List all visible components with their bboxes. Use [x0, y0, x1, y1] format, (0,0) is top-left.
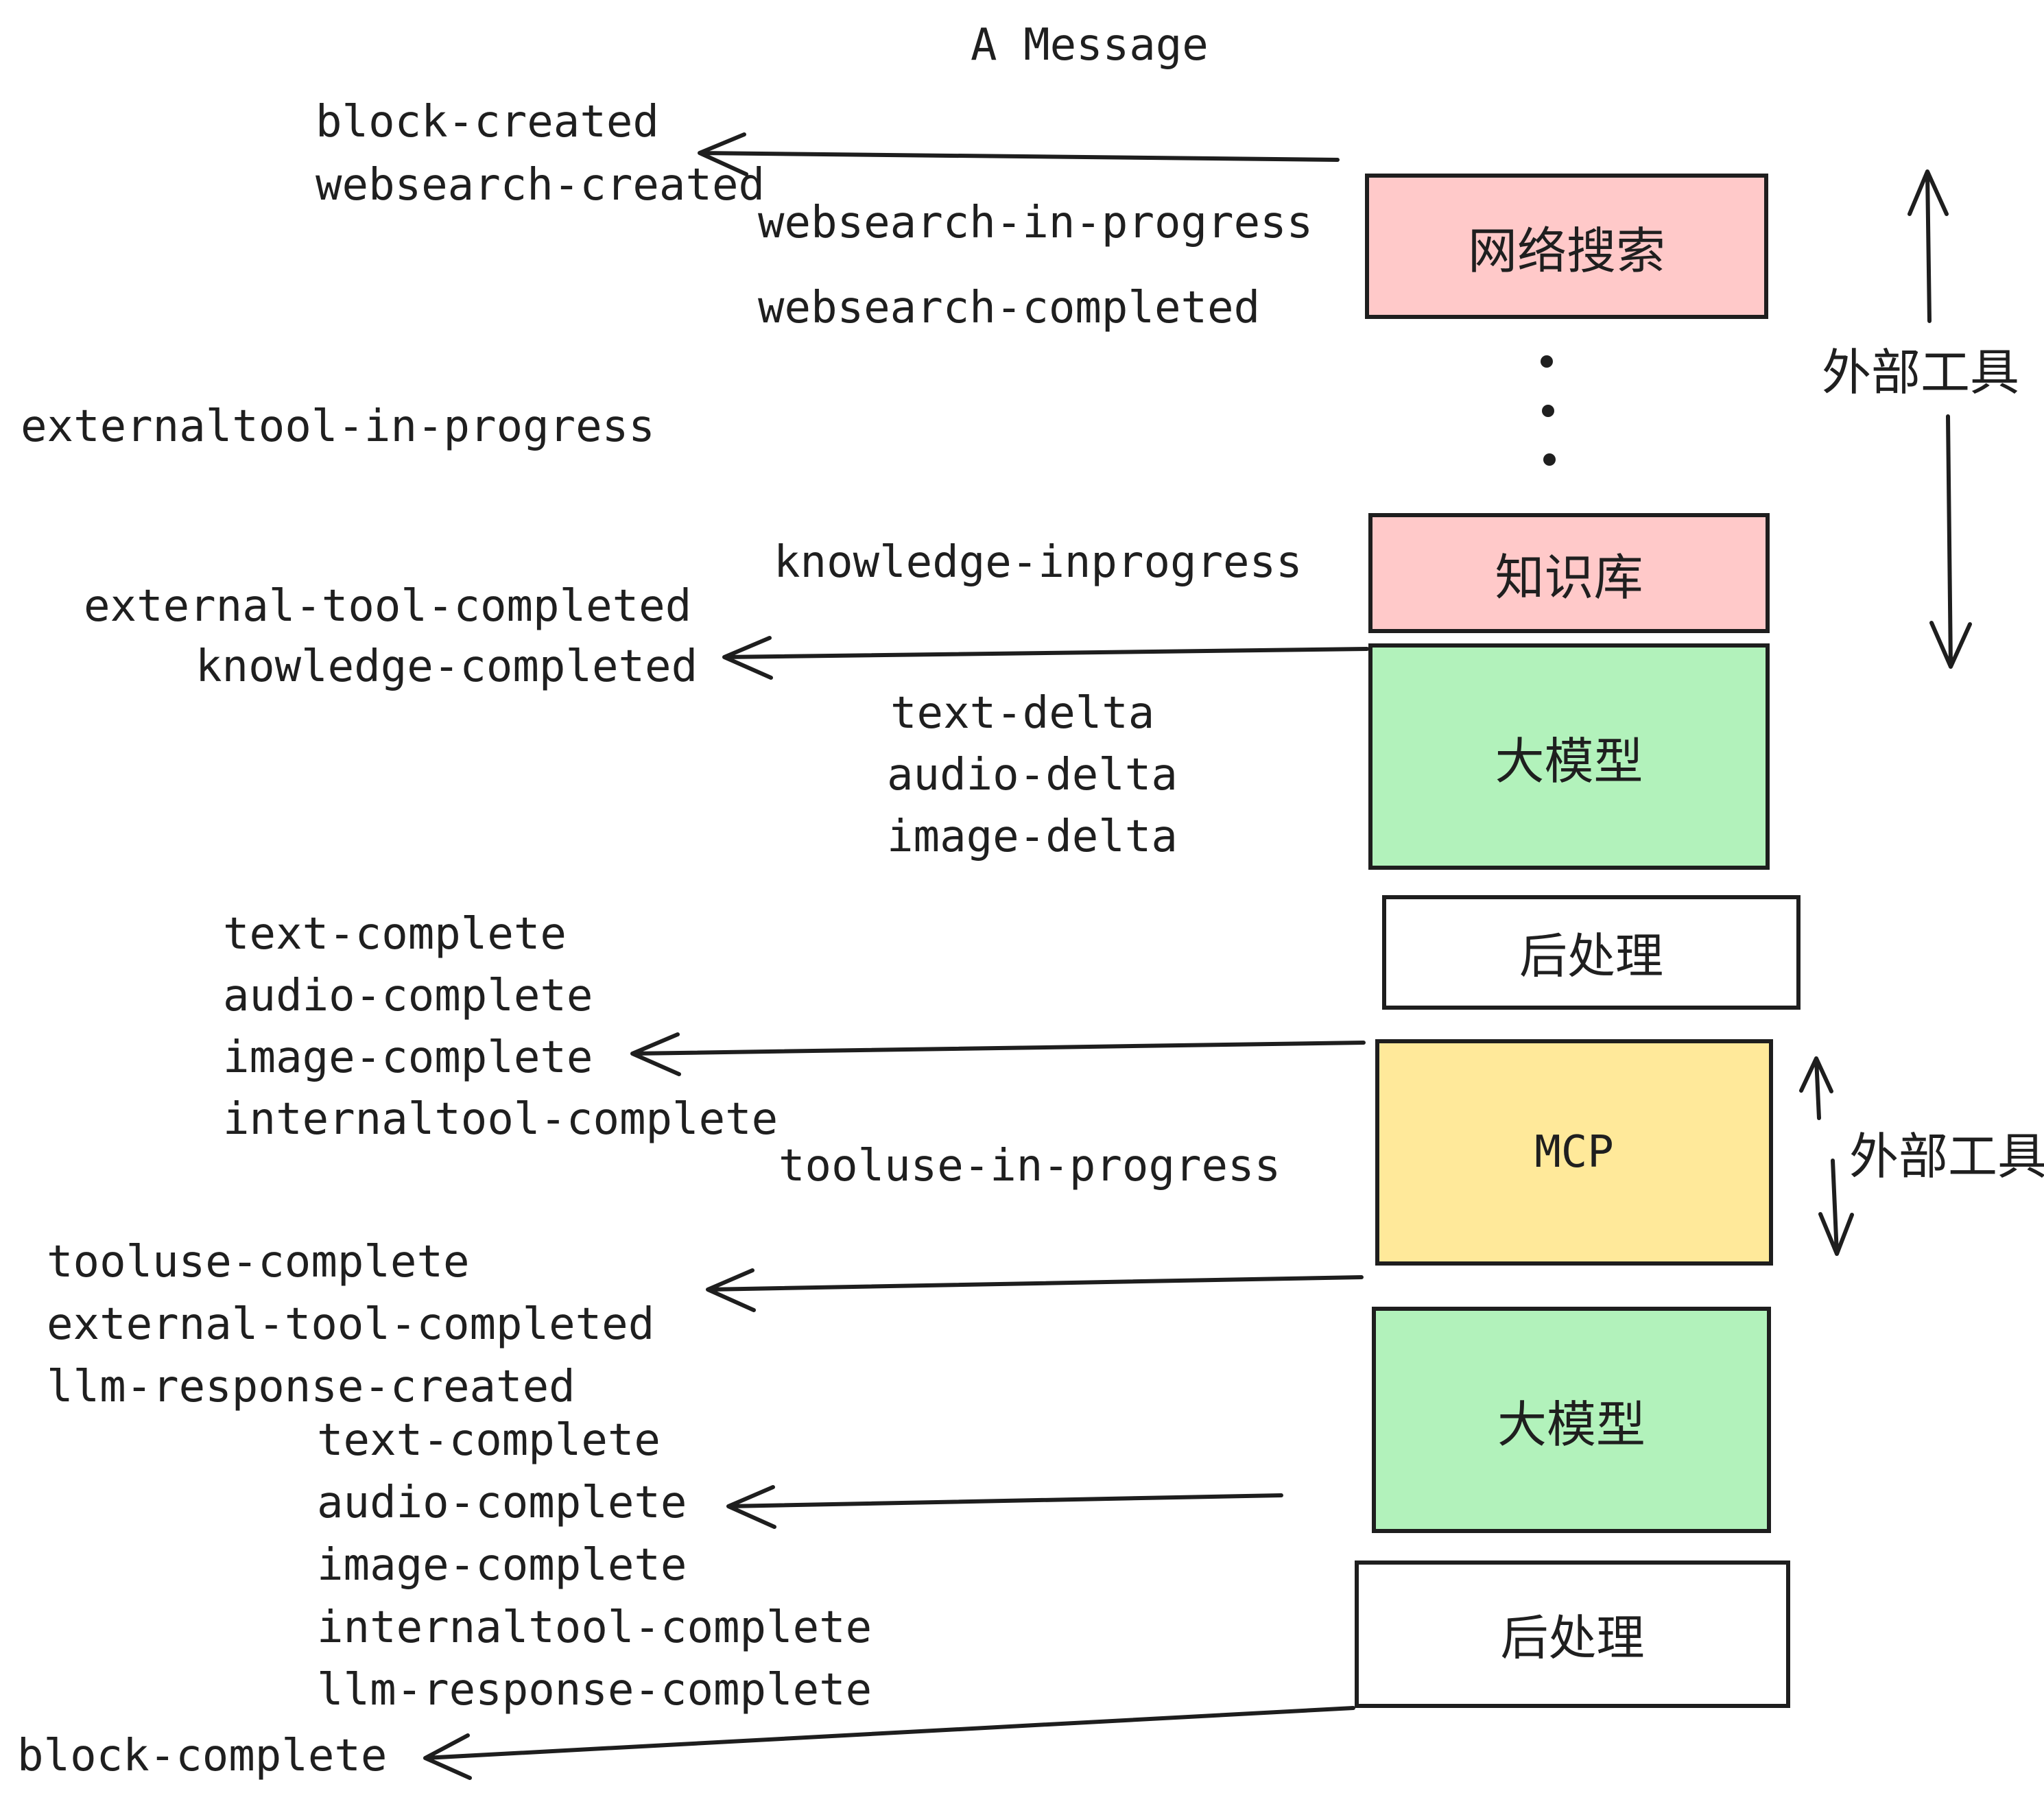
event-websearch-created: websearch-created	[316, 160, 765, 211]
event-block-complete: block-complete	[17, 1731, 388, 1781]
event-externaltool-in-progress: externaltool-in-progress	[21, 401, 655, 452]
box-label-postprocess-2: 后处理	[1500, 1610, 1645, 1666]
event-websearch-in-progress: websearch-in-progress	[758, 198, 1314, 248]
event-image-complete-1: image-complete	[223, 1032, 593, 1083]
event-audio-complete-1: audio-complete	[223, 971, 593, 1021]
arrow-to-knowledge-completed	[722, 636, 1369, 680]
event-image-delta-1: image-delta	[887, 811, 1178, 862]
arrow-to-block-created	[698, 132, 1340, 176]
box-websearch: 网络搜索	[1365, 174, 1768, 319]
box-mcp: MCP	[1375, 1039, 1773, 1266]
event-knowledge-inprogress: knowledge-inprogress	[774, 537, 1303, 588]
event-llm-response-created: llm-response-created	[47, 1362, 575, 1412]
box-label-knowledge: 知识库	[1495, 549, 1643, 606]
event-audio-complete-2: audio-complete	[317, 1477, 687, 1528]
arrow-to-image-complete	[630, 1032, 1366, 1076]
ellipsis-dot	[1541, 355, 1553, 368]
box-label-mcp: MCP	[1534, 1127, 1614, 1178]
event-text-complete-2: text-complete	[317, 1415, 661, 1466]
external-tools-label-mcp: 外部工具	[1849, 1128, 2044, 1185]
ellipsis-dot	[1542, 405, 1554, 417]
event-internaltool-complete-1: internaltool-complete	[223, 1094, 779, 1145]
event-external-tool-completed-1: external-tool-completed	[84, 581, 692, 632]
event-knowledge-completed: knowledge-completed	[195, 641, 698, 692]
event-websearch-completed: websearch-completed	[758, 283, 1261, 333]
arrow-external-tools-down-2	[1818, 1159, 1854, 1256]
box-postprocess-2: 后处理	[1355, 1560, 1790, 1708]
event-text-delta-1: text-delta	[890, 688, 1155, 739]
box-label-llm-2: 大模型	[1497, 1395, 1645, 1453]
box-llm-2: 大模型	[1372, 1307, 1771, 1533]
diagram-title: A Message	[971, 20, 1209, 71]
event-external-tool-completed-2: external-tool-completed	[47, 1299, 655, 1350]
event-tooluse-in-progress: tooluse-in-progress	[779, 1141, 1281, 1191]
box-label-postprocess-1: 后处理	[1519, 928, 1663, 984]
event-image-complete-2: image-complete	[317, 1540, 687, 1591]
arrow-to-audio-complete	[726, 1485, 1283, 1529]
event-llm-response-complete: llm-response-complete	[317, 1665, 872, 1716]
arrow-to-block-complete	[423, 1706, 1355, 1780]
box-knowledge: 知识库	[1368, 513, 1770, 633]
event-text-complete-1: text-complete	[223, 909, 567, 960]
box-label-websearch: 网络搜索	[1467, 222, 1665, 280]
arrow-external-tools-up-2	[1799, 1056, 1833, 1120]
arrow-to-tooluse-complete	[706, 1268, 1364, 1312]
ellipsis-dot	[1543, 453, 1556, 466]
external-tools-label-top: 外部工具	[1822, 344, 2020, 401]
event-audio-delta-1: audio-delta	[887, 750, 1178, 800]
event-internaltool-complete-2: internaltool-complete	[317, 1602, 872, 1653]
box-postprocess-1: 后处理	[1382, 895, 1801, 1010]
box-llm-1: 大模型	[1368, 643, 1770, 870]
arrow-external-tools-down-1	[1929, 414, 1972, 669]
arrow-external-tools-up-1	[1908, 169, 1949, 323]
event-block-created: block-created	[316, 97, 659, 147]
box-label-llm-1: 大模型	[1495, 732, 1643, 790]
event-tooluse-complete: tooluse-complete	[47, 1237, 470, 1287]
